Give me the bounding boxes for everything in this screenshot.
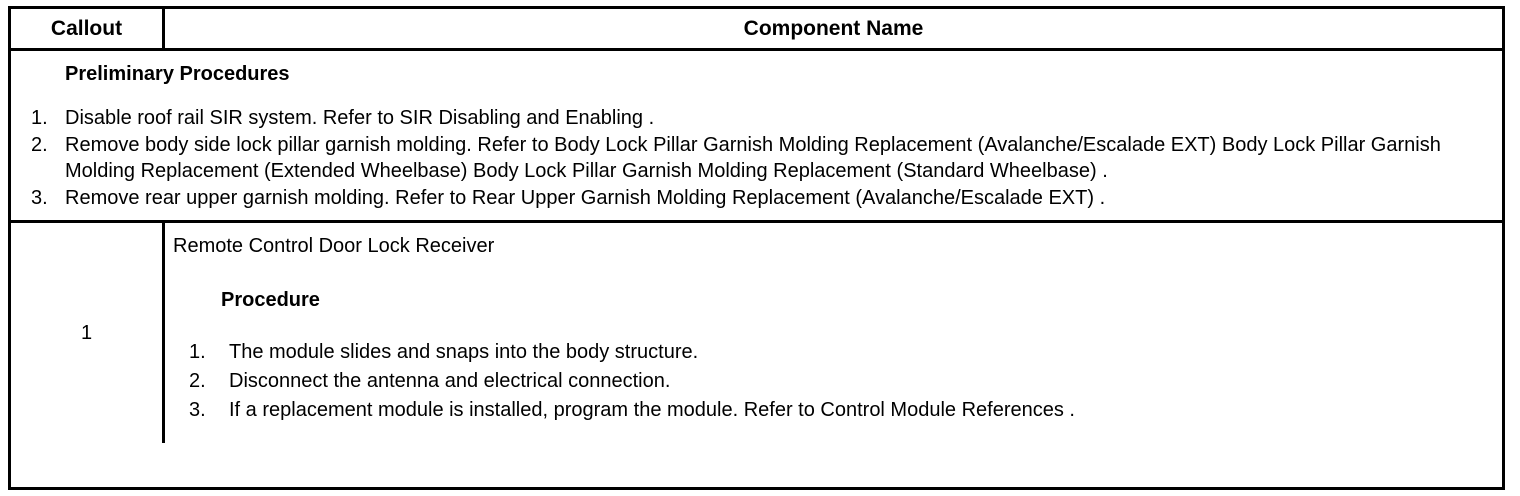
list-item-text: Remove body side lock pillar garnish mol…	[65, 134, 1441, 182]
column-header-callout: Callout	[11, 9, 165, 48]
procedure-steps-list: 1. The module slides and snaps into the …	[165, 339, 1502, 423]
list-item-number: 3.	[31, 187, 48, 209]
procedure-table: Callout Component Name Preliminary Proce…	[8, 6, 1505, 490]
list-item-text: The module slides and snaps into the bod…	[229, 341, 699, 363]
list-item-text: Remove rear upper garnish molding. Refer…	[65, 187, 1106, 209]
column-header-component-name: Component Name	[165, 9, 1502, 48]
list-item: 1. Disable roof rail SIR system. Refer t…	[11, 105, 1502, 131]
list-item-number: 2.	[31, 134, 48, 156]
preliminary-procedures-row: Preliminary Procedures 1. Disable roof r…	[11, 51, 1502, 223]
list-item-text: Disconnect the antenna and electrical co…	[229, 370, 671, 392]
preliminary-procedures-heading: Preliminary Procedures	[65, 63, 290, 85]
list-item: 3. If a replacement module is installed,…	[165, 397, 1502, 423]
list-item-number: 1.	[189, 341, 206, 363]
table-row: 1 Remote Control Door Lock Receiver Proc…	[11, 223, 1502, 443]
callout-number: 1	[11, 223, 165, 443]
list-item-text: Disable roof rail SIR system. Refer to S…	[65, 107, 655, 129]
list-item: 2. Disconnect the antenna and electrical…	[165, 368, 1502, 394]
table-header-row: Callout Component Name	[11, 9, 1502, 51]
column-header-callout-label: Callout	[50, 17, 123, 40]
list-item-number: 1.	[31, 107, 48, 129]
list-item-number: 3.	[189, 399, 206, 421]
column-header-component-name-label: Component Name	[743, 17, 924, 40]
list-item-number: 2.	[189, 370, 206, 392]
procedure-heading: Procedure	[221, 289, 320, 311]
component-cell: Remote Control Door Lock Receiver Proced…	[165, 223, 1502, 443]
list-item: 1. The module slides and snaps into the …	[165, 339, 1502, 365]
list-item: 3. Remove rear upper garnish molding. Re…	[11, 185, 1502, 211]
component-name-text: Remote Control Door Lock Receiver	[173, 235, 495, 257]
list-item-text: If a replacement module is installed, pr…	[229, 399, 1075, 421]
preliminary-procedures-list: 1. Disable roof rail SIR system. Refer t…	[11, 105, 1502, 211]
list-item: 2. Remove body side lock pillar garnish …	[11, 132, 1502, 184]
